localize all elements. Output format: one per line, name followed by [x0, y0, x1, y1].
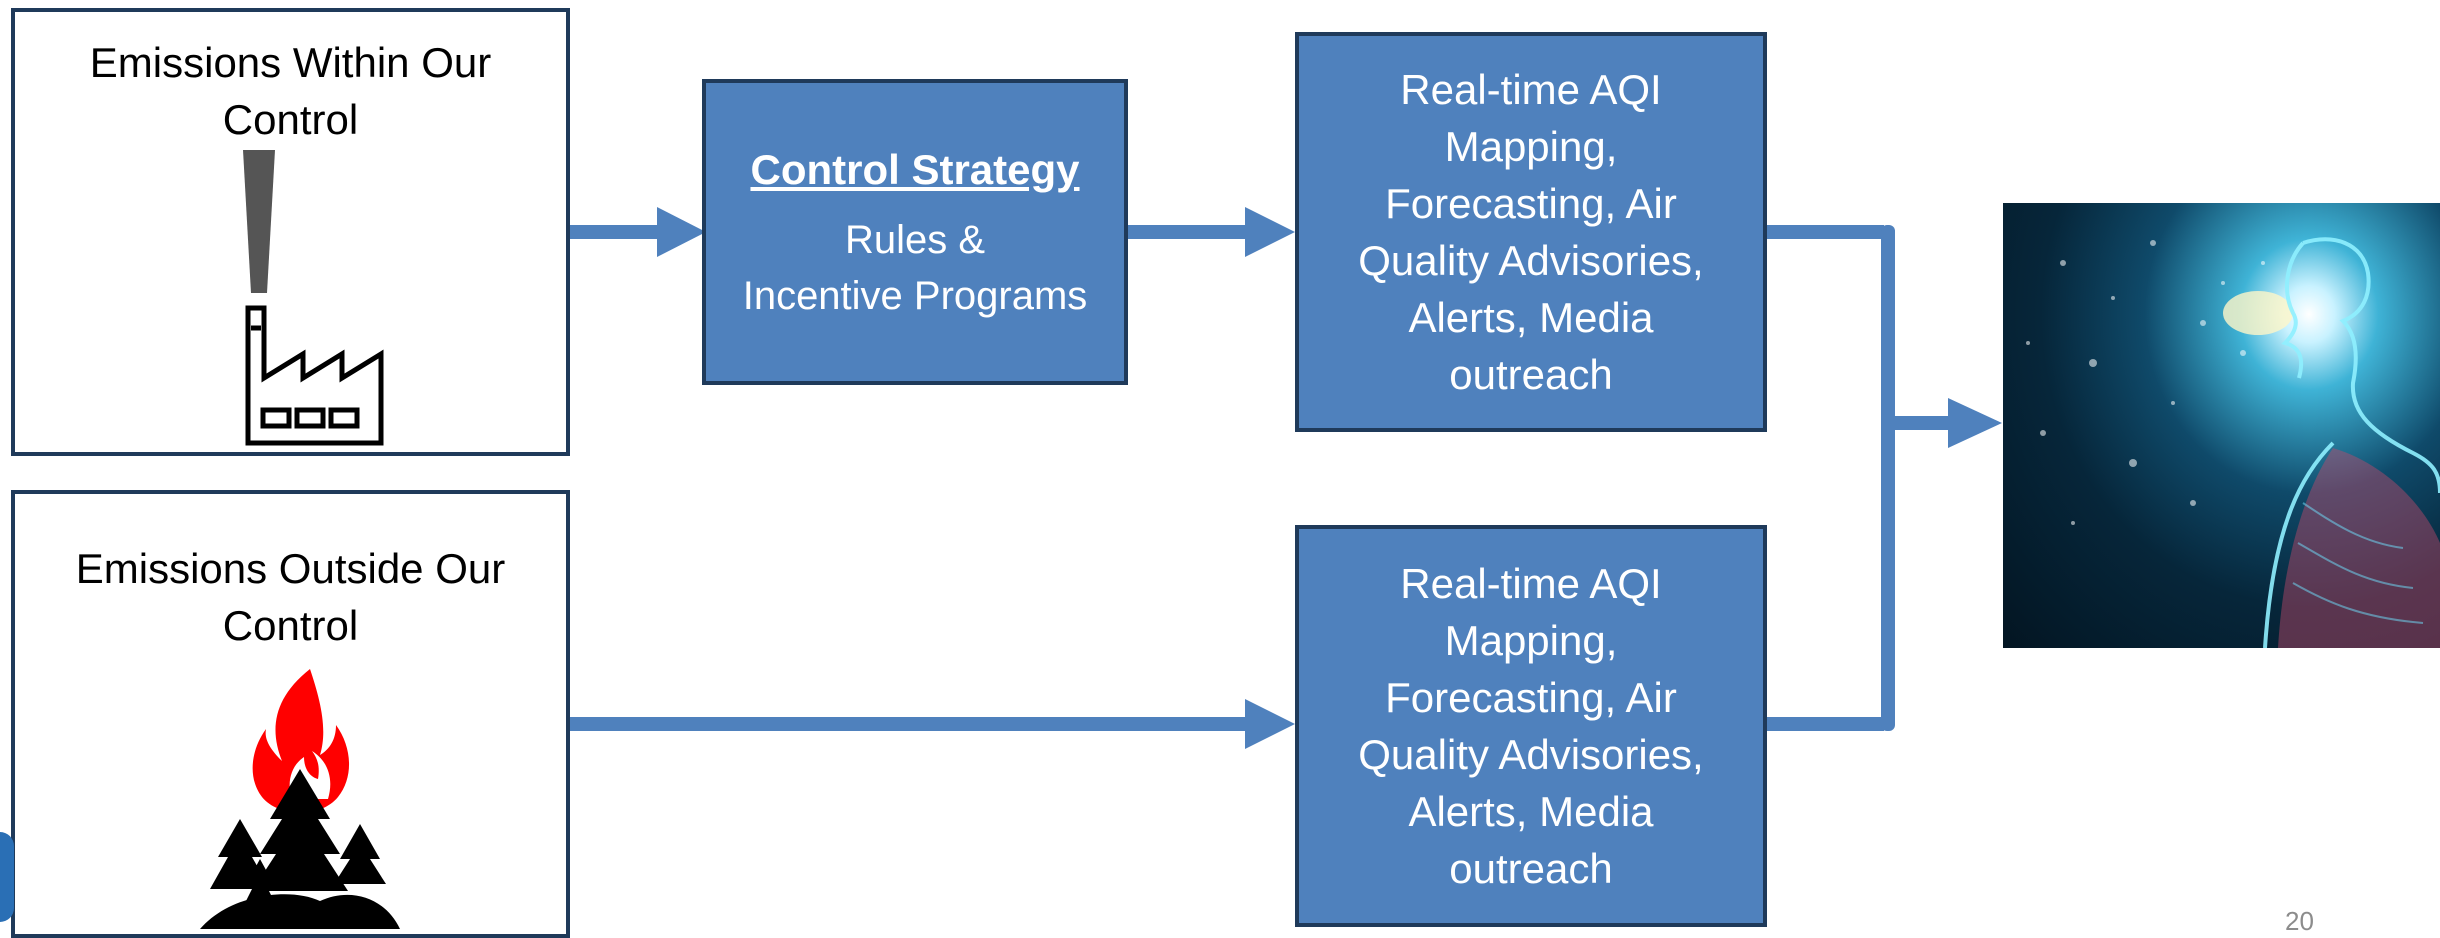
emissions-within-title: Emissions Within Our Control: [89, 39, 492, 143]
emissions-outside-title: Emissions Outside Our Control: [75, 545, 506, 649]
human-breathing-image: [2003, 203, 2440, 648]
control-strategy-line2: Incentive Programs: [742, 273, 1088, 318]
merge-top-line: [1764, 225, 1884, 239]
logo-fragment: [0, 832, 14, 922]
arrow-to-outcome-shaft: [1888, 416, 1952, 430]
response-top-box: Real-time AQI Mapping, Forecasting, Air …: [1295, 32, 1767, 432]
response-bottom-box: Real-time AQI Mapping, Forecasting, Air …: [1295, 525, 1767, 927]
arrow-source-to-control-head: [657, 207, 706, 257]
arrow-to-outcome-head: [1948, 398, 2002, 448]
factory-icon: [243, 150, 384, 446]
arrow-control-to-response-shaft: [1125, 225, 1249, 239]
response-top-text: Real-time AQI Mapping, Forecasting, Air …: [1358, 66, 1704, 398]
arrow-control-to-response-head: [1245, 207, 1295, 257]
control-strategy-title: Control Strategy: [750, 145, 1080, 193]
merge-vertical-line: [1881, 225, 1895, 731]
wildfire-icon: [200, 669, 400, 929]
emissions-outside-box: Emissions Outside Our Control: [11, 490, 570, 938]
arrow-outside-to-response-shaft: [567, 717, 1249, 731]
control-strategy-box: Control Strategy Rules & Incentive Progr…: [702, 79, 1128, 385]
response-bottom-text: Real-time AQI Mapping, Forecasting, Air …: [1358, 560, 1704, 892]
arrow-source-to-control-shaft: [567, 225, 661, 239]
control-strategy-line1: Rules &: [844, 217, 986, 262]
arrow-outside-to-response-head: [1245, 699, 1295, 749]
emissions-within-box: Emissions Within Our Control: [11, 8, 570, 456]
merge-bottom-line: [1764, 717, 1884, 731]
